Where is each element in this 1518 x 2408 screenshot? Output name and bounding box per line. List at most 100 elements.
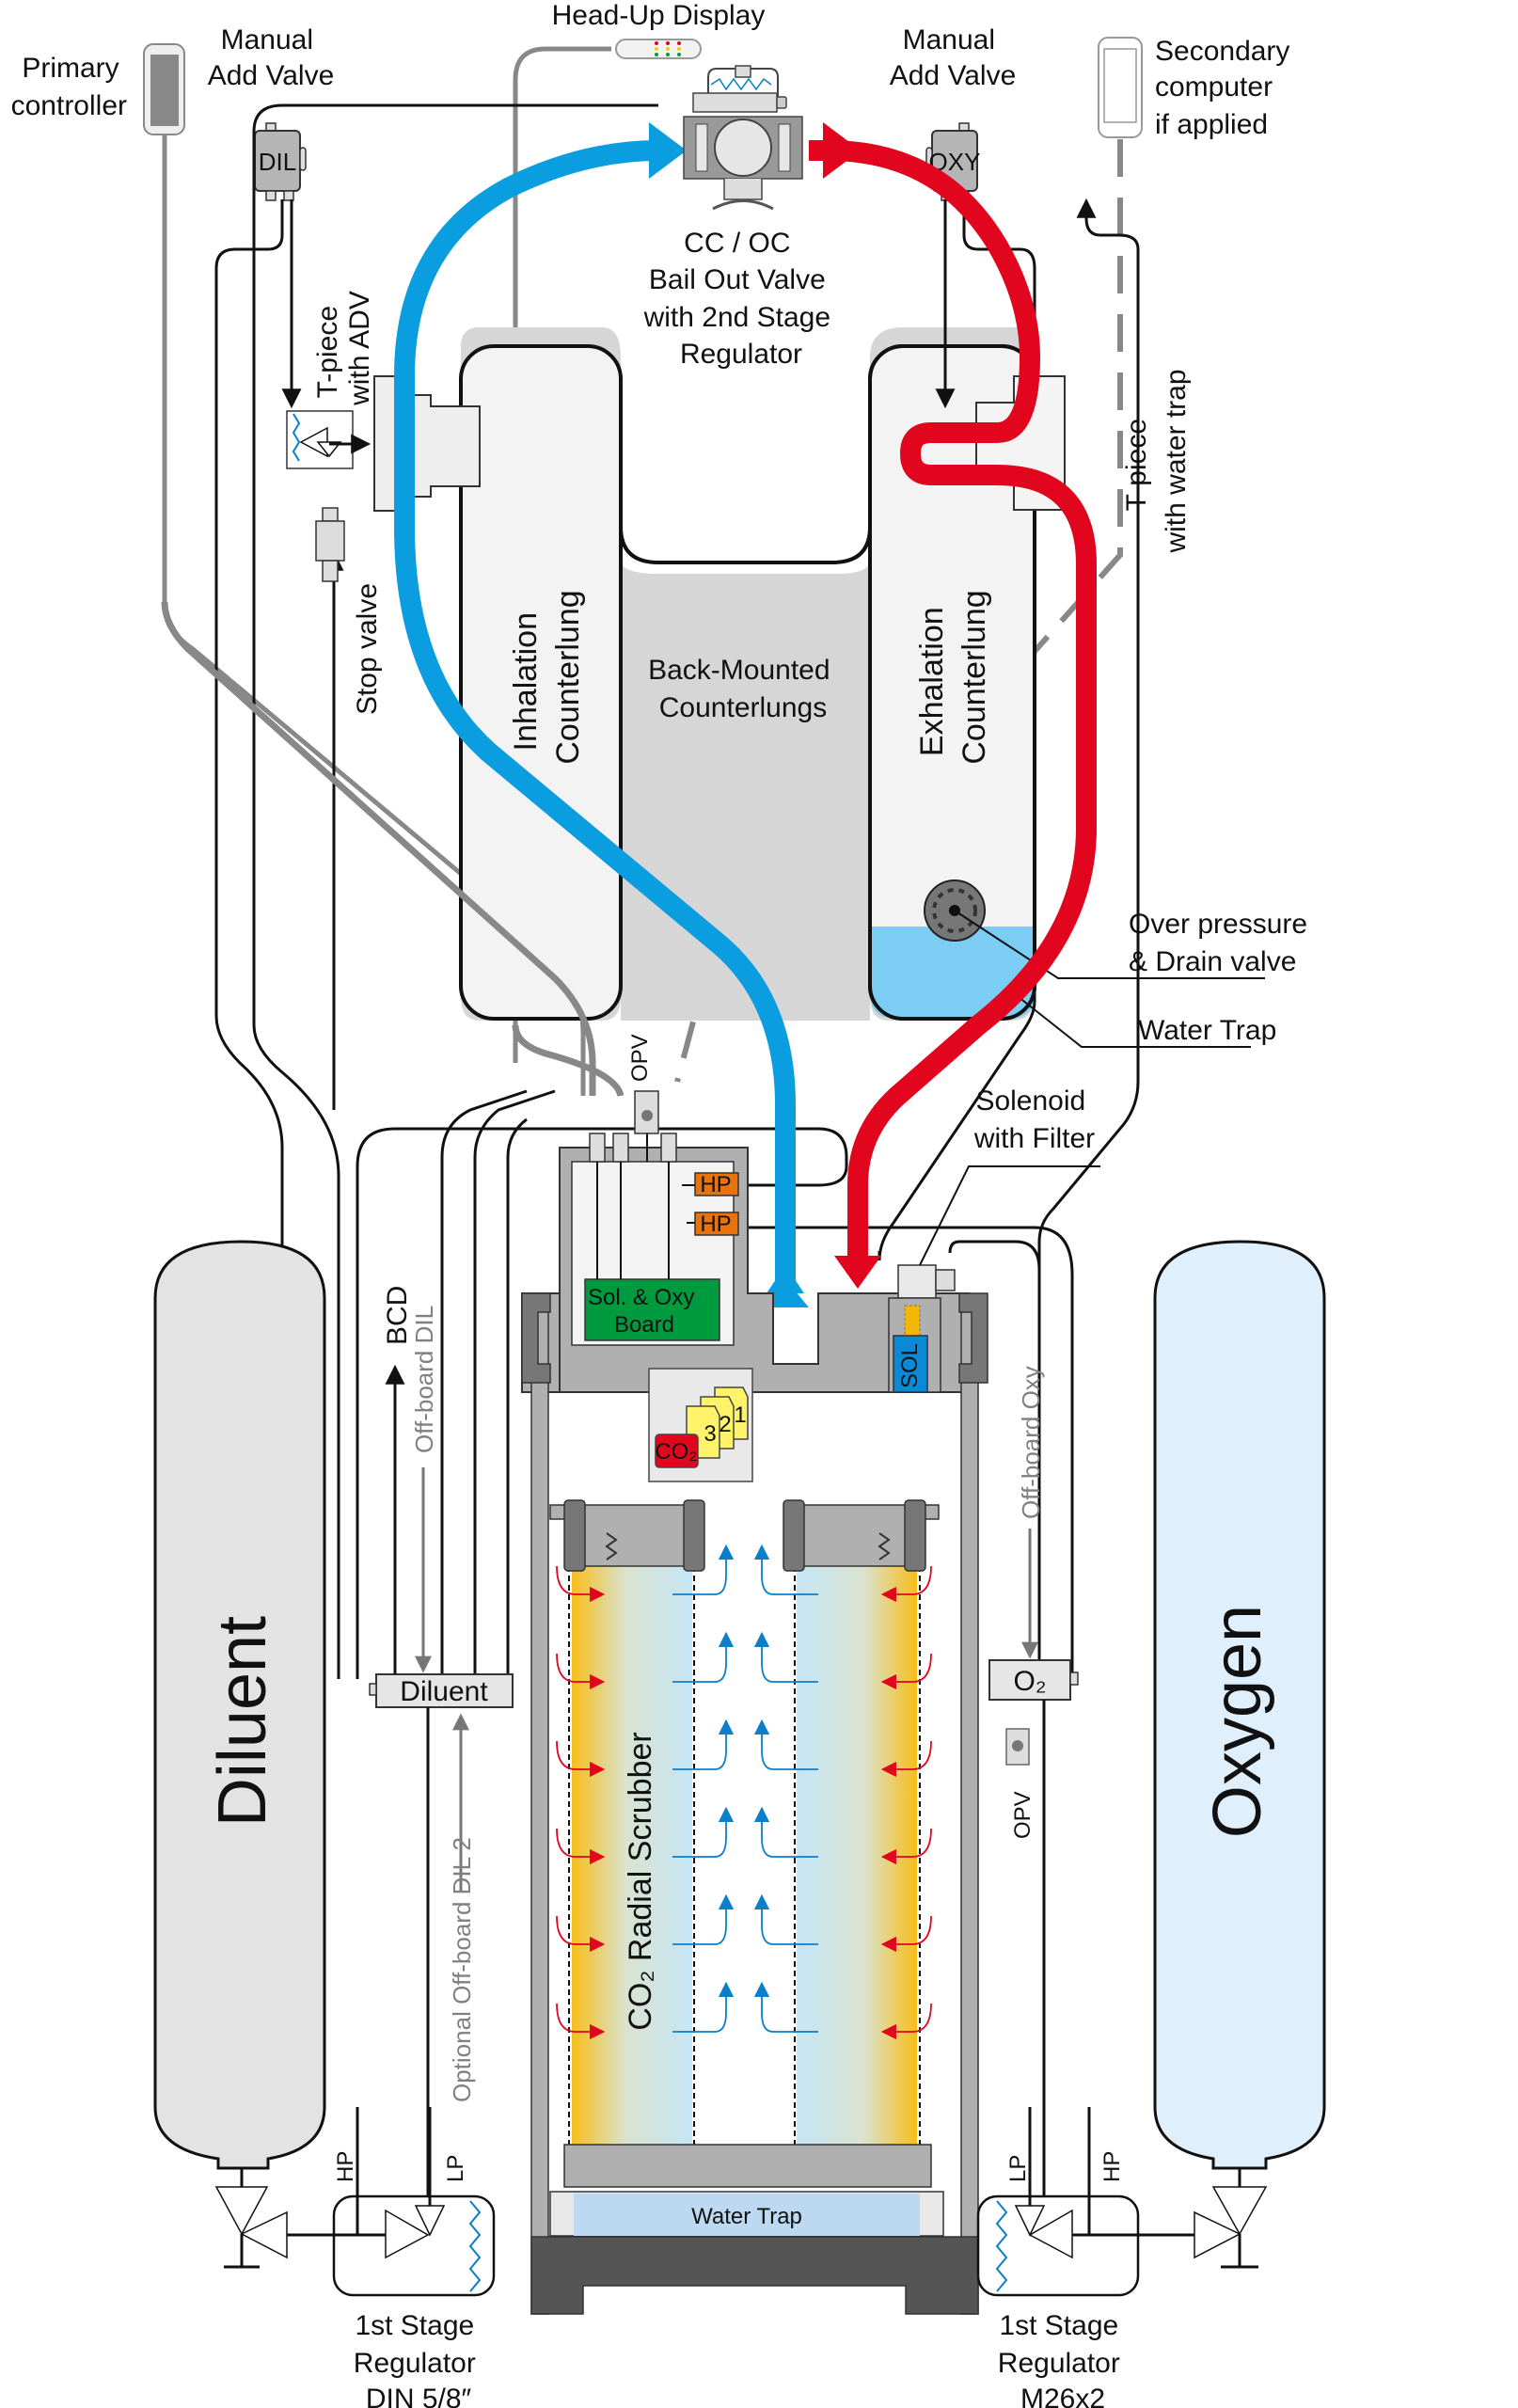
canister-base (530, 2236, 979, 2315)
first-stage-regulator-din[interactable] (214, 2107, 496, 2297)
backplate-outline (619, 526, 872, 564)
red-flow-arrow (556, 1653, 606, 1690)
lp-left-label: LP (443, 2155, 468, 2182)
over-pressure-drain-valve[interactable] (924, 879, 986, 942)
blue-flow-arrow (753, 1544, 818, 1595)
red-flow-arrow (880, 1828, 932, 1865)
oxygen-cylinder-label: Oxygen (1200, 1605, 1275, 1838)
oxygen-cylinder (1153, 1240, 1326, 2170)
bail-out-valve-label: CC / OC Bail Out Valve with 2nd Stage Re… (643, 228, 839, 370)
offboard-oxy-label: Off-board Oxy (1017, 1366, 1045, 1519)
inhale-arrow-icon (649, 122, 687, 179)
lp-right-label: LP (1005, 2155, 1031, 2182)
cylinder-valve-icon (1211, 2186, 1268, 2236)
head-up-display-label: Head-Up Display (552, 0, 766, 31)
red-flow-arrow (880, 1740, 932, 1778)
blue-flow-arrow (672, 1806, 735, 1858)
opv-top-label: OPV (627, 1034, 653, 1082)
hp-port-1-label: HP (700, 1172, 731, 1197)
co2-sensor-label: CO₂ (655, 1439, 697, 1465)
offboard-dil-label: Off-board DIL (410, 1306, 438, 1453)
diluent-cylinder (153, 1240, 326, 2170)
blue-flow-arrow (672, 1981, 735, 2033)
red-flow-arrow (880, 1653, 932, 1690)
hud-leds (655, 41, 681, 56)
exhale-arrow-icon (823, 122, 861, 179)
solenoid-with-filter: SOL (888, 1264, 956, 1393)
o2-manifold[interactable]: O₂ (988, 1659, 1079, 1701)
hp-right-label: HP (1099, 2151, 1125, 2182)
water-trap-counterlung-label: Water Trap (1138, 1015, 1276, 1046)
red-flow-arrow (556, 1828, 606, 1865)
first-stage-m26-label: 1st Stage Regulator M26x2 (998, 2310, 1128, 2408)
primary-controller-label: Primary controller (11, 53, 127, 121)
oxy-lp-to-hp2 (708, 1217, 1074, 1684)
controller-screen (150, 55, 179, 126)
secondary-computer-cable (674, 139, 1123, 1083)
over-pressure-drain-valve-label: Over pressure & Drain valve (1129, 909, 1315, 977)
back-mounted-counterlungs-label: Back-Mounted Counterlungs (648, 655, 838, 723)
exhale-down-arrow-icon (834, 1256, 881, 1289)
hp-port-2-label: HP (700, 1212, 731, 1237)
dil-lp-to-mav (214, 199, 293, 1684)
inhalation-counterlung-label: Inhalation Counterlung (508, 590, 586, 764)
water-trap-leader (1013, 992, 1251, 1048)
solenoid-leader (919, 1165, 1100, 1266)
first-stage-regulator-m26[interactable] (976, 2107, 1268, 2297)
blue-flow-arrow (672, 1544, 735, 1595)
diluent-manifold-label: Diluent (400, 1676, 488, 1707)
cell-3-label: 3 (704, 1421, 716, 1447)
sol-oxy-board (584, 1278, 720, 1341)
optional-offboard-dil2-label: Optional Off-board DIL 2 (448, 1837, 476, 2102)
water-trap-canister-label: Water Trap (691, 2204, 802, 2229)
red-flow-arrow (556, 1565, 606, 1603)
exhale-loop (809, 140, 1097, 1265)
stop-valve-label: Stop valve (352, 583, 383, 715)
dil-block-label: DIL (259, 148, 296, 176)
cell-2-label: 2 (719, 1412, 731, 1437)
manual-add-valve-oxy-label: Manual Add Valve (890, 24, 1017, 91)
scrubber-canister: Water Trap (521, 1292, 988, 2315)
scrubber-label: CO₂ Radial Scrubber (623, 1732, 658, 2030)
head-up-display (513, 39, 702, 1063)
stop-valve[interactable] (315, 507, 345, 582)
first-stage-din-label: 1st Stage Regulator DIN 5/8″ (354, 2310, 483, 2408)
blue-flow-arrow (753, 1981, 818, 2033)
red-flow-arrow (880, 2003, 932, 2040)
blue-flow-arrow (753, 1719, 818, 1770)
diluent-cylinder-label: Diluent (205, 1616, 280, 1827)
dil-lp-to-bailout (252, 103, 658, 1679)
red-flow-arrow (556, 1740, 606, 1778)
regulator-spring-icon (468, 2200, 482, 2292)
bail-out-valve[interactable] (683, 65, 803, 211)
inhale-loop (394, 140, 796, 1307)
red-flow-arrow (880, 1915, 932, 1953)
spring-icon (605, 1532, 891, 1560)
secondary-computer-screen (1103, 48, 1137, 123)
inhalation-counterlung (459, 344, 623, 1021)
dil-manual-add-valve[interactable]: DIL (254, 122, 307, 201)
cylinder-valve-icon (214, 2186, 269, 2236)
manual-add-valve-dil-label: Manual Add Valve (208, 24, 335, 91)
co2-sensor (655, 1434, 699, 1468)
t-piece-water-trap-label: T-piece with water trap (1121, 369, 1192, 553)
red-flow-arrow (556, 1915, 606, 1953)
blue-flow-arrow (672, 1893, 735, 1945)
o2-manifold-label: O₂ (1014, 1666, 1047, 1697)
counterlung-water (870, 927, 1035, 1019)
sol-label: SOL (897, 1343, 923, 1388)
oxygen-sensor-cells: 1 2 3 CO₂ (648, 1368, 753, 1482)
t-piece-adv-label: T-piece with ADV (312, 291, 375, 406)
bcd-label: BCD (382, 1286, 413, 1345)
red-flow-arrow (880, 1565, 932, 1603)
blue-flow-arrow (672, 1631, 735, 1683)
canister-water-trap (574, 2194, 920, 2236)
red-flow-arrow (556, 2003, 606, 2040)
diluent-manifold[interactable]: Diluent (369, 1673, 514, 1708)
scrubber-bed-right (797, 1566, 917, 2145)
blue-flow-arrow (672, 1719, 735, 1770)
secondary-computer (674, 37, 1143, 1083)
solenoid (893, 1335, 928, 1393)
opv-bottom-label: OPV (1010, 1791, 1036, 1839)
